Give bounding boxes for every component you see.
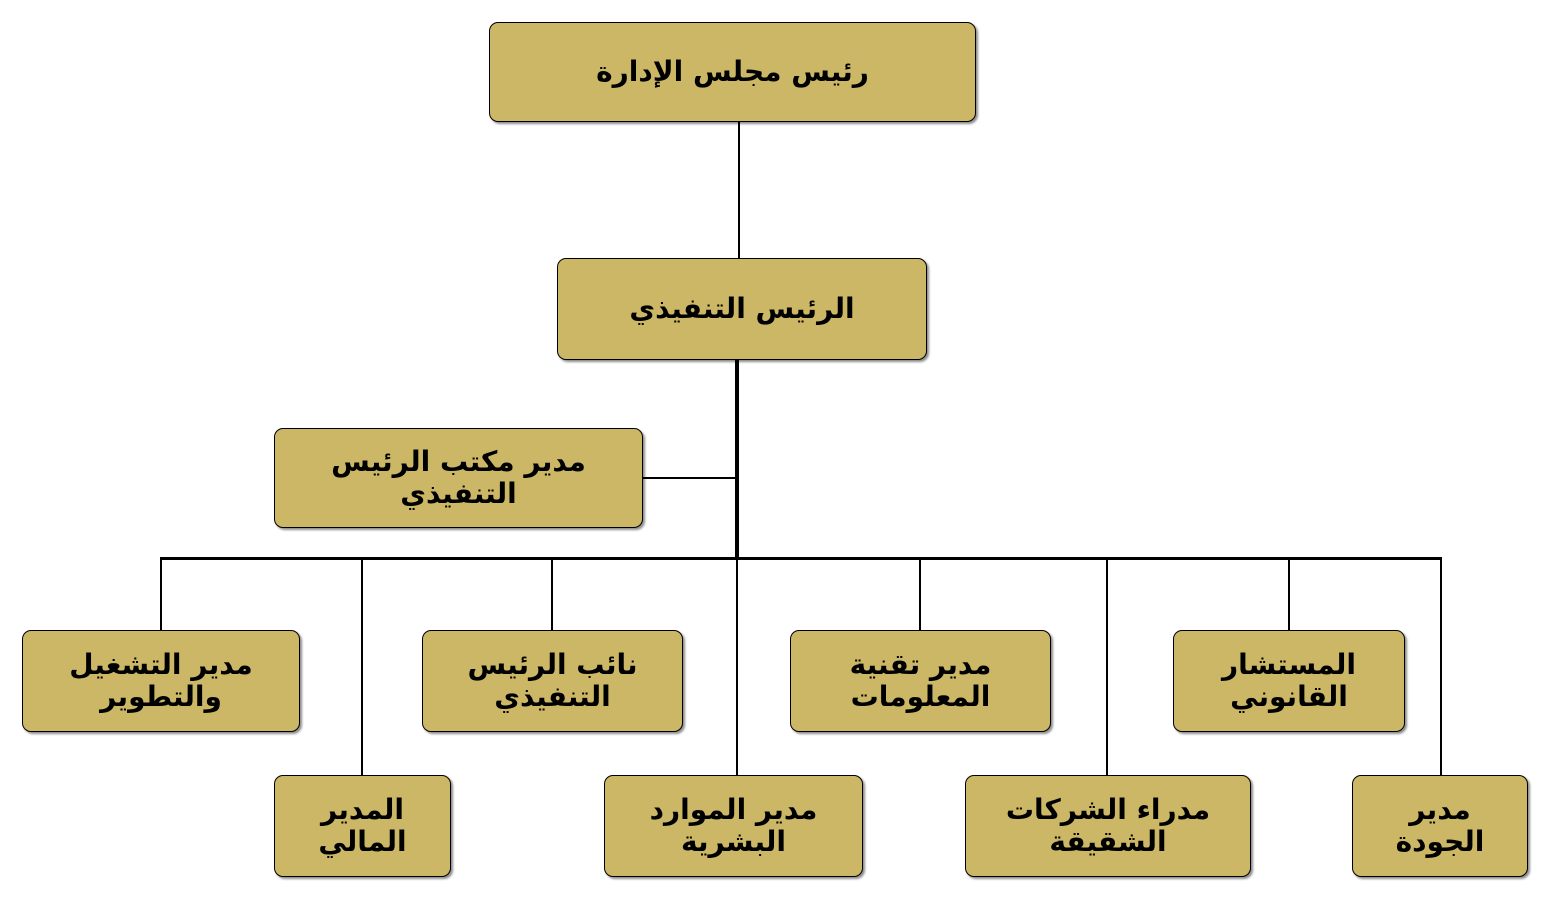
connector-drop-legal-advisor [1288,558,1290,631]
connector-drop-financial-manager [361,558,363,776]
connector-drop-hr-manager [736,558,738,776]
org-node-legal-advisor-label: المستشار القانوني [1222,647,1356,713]
connector-drop-sister-companies [1106,558,1108,776]
org-node-ceo-office-manager: مدير مكتب الرئيس التنفيذي [274,428,643,528]
connector-distribution-line [160,557,1442,560]
connector-drop-deputy-ceo [551,558,553,631]
org-node-deputy-ceo: نائب الرئيس التنفيذي [422,630,683,732]
org-node-sister-companies-managers-label: مدراء الشركات الشقيقة [1005,792,1211,858]
org-node-deputy-ceo-label: نائب الرئيس التنفيذي [467,647,638,713]
org-node-ceo-label: الرئيس التنفيذي [629,291,855,325]
connector-drop-it-manager [919,558,921,631]
org-node-quality-manager: مدير الجودة [1352,775,1528,877]
org-node-it-manager: مدير تقنية المعلومات [790,630,1051,732]
org-node-quality-manager-label: مدير الجودة [1395,792,1485,858]
connector-drop-quality-manager [1440,558,1442,776]
org-node-hr-manager-label: مدير الموارد البشرية [649,792,818,858]
org-node-financial-manager: المدير المالي [274,775,451,877]
org-node-ceo-office-manager-label: مدير مكتب الرئيس التنفيذي [331,444,586,510]
connector-ceo-trunk [735,360,739,559]
connector-office-manager-link [643,477,736,479]
org-node-ceo: الرئيس التنفيذي [557,258,927,360]
org-node-legal-advisor: المستشار القانوني [1173,630,1405,732]
org-node-financial-manager-label: المدير المالي [318,792,407,858]
org-node-sister-companies-managers: مدراء الشركات الشقيقة [965,775,1251,877]
org-node-hr-manager: مدير الموارد البشرية [604,775,863,877]
org-node-chairman-label: رئيس مجلس الإدارة [596,54,869,88]
connector-drop-operations [160,558,162,631]
org-node-operations-development-manager-label: مدير التشغيل والتطوير [69,647,253,713]
org-node-operations-development-manager: مدير التشغيل والتطوير [22,630,300,732]
org-node-chairman: رئيس مجلس الإدارة [489,22,976,122]
connector-chairman-to-ceo [738,122,740,259]
org-node-it-manager-label: مدير تقنية المعلومات [849,647,992,713]
